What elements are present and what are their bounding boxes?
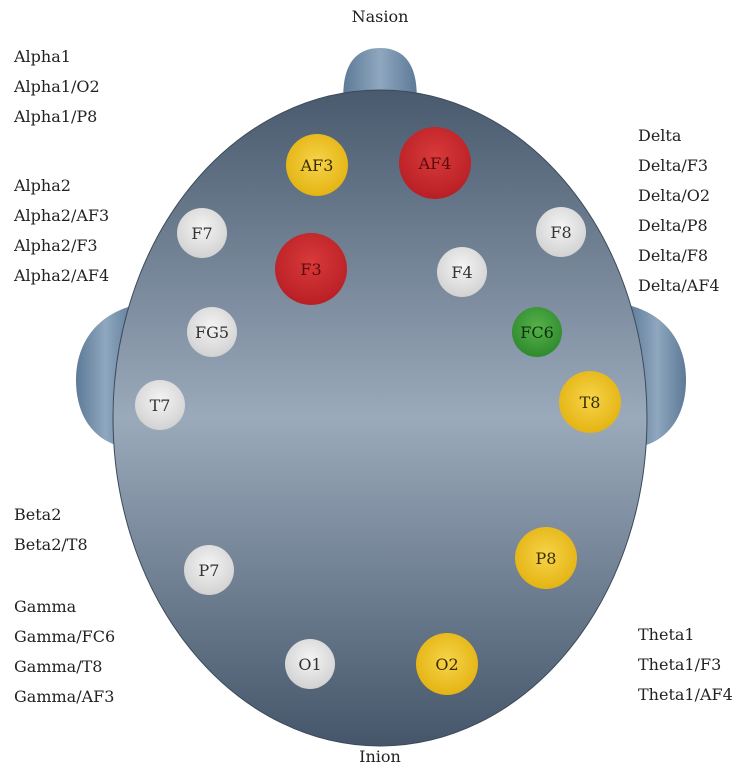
electrode-label: O2 (435, 655, 458, 674)
electrode-label: P8 (536, 549, 557, 568)
electrode-o2: O2 (416, 633, 478, 695)
legend-item: Delta/O2 (638, 186, 711, 205)
electrode-label: F3 (300, 260, 321, 279)
electrode-p7: P7 (184, 545, 234, 595)
electrode-label: FG5 (195, 323, 229, 342)
electrode-label: T8 (580, 393, 601, 412)
legend-alpha1: Alpha1 Alpha1/O2 Alpha1/P8 (14, 42, 100, 132)
legend-item: Beta2 (14, 505, 62, 524)
legend-delta: Delta Delta/F3 Delta/O2 Delta/P8 Delta/F… (638, 121, 720, 301)
electrode-marker (559, 371, 621, 433)
electrode-label: P7 (199, 561, 220, 580)
electrode-marker (416, 633, 478, 695)
legend-item: Alpha1 (14, 47, 71, 66)
legend-item: Beta2/T8 (14, 535, 88, 554)
legend-theta1: Theta1 Theta1/F3 Theta1/AF4 (638, 620, 733, 710)
electrode-marker (286, 134, 348, 196)
electrode-label: O1 (298, 655, 321, 674)
electrode-af3: AF3 (286, 134, 348, 196)
electrode-marker (285, 639, 335, 689)
electrode-f3: F3 (275, 233, 347, 305)
legend-item: Delta/F3 (638, 156, 709, 175)
legend-gamma: Gamma Gamma/FC6 Gamma/T8 Gamma/AF3 (14, 592, 115, 712)
electrode-fc6: FC6 (512, 307, 562, 357)
electrode-label: F7 (191, 224, 212, 243)
inion-label: Inion (359, 747, 401, 766)
legend-item: Gamma/T8 (14, 657, 103, 676)
electrode-f7: F7 (177, 208, 227, 258)
electrode-p8: P8 (515, 527, 577, 589)
legend-item: Alpha2/AF4 (14, 266, 110, 285)
legend-item: Alpha2/AF3 (14, 206, 110, 225)
legend-item: Theta1/AF4 (638, 685, 733, 704)
legend-item: Alpha2/F3 (14, 236, 98, 255)
electrode-marker (177, 208, 227, 258)
electrode-label: F4 (451, 263, 472, 282)
legend-item: Alpha1/P8 (14, 107, 98, 126)
electrode-label: FC6 (520, 323, 554, 342)
electrode-label: F8 (550, 223, 571, 242)
electrode-marker (512, 307, 562, 357)
electrode-marker (437, 247, 487, 297)
electrode-fg5: FG5 (187, 307, 237, 357)
legend-item: Gamma/FC6 (14, 627, 116, 646)
legend-item: Theta1 (638, 625, 695, 644)
electrode-marker (515, 527, 577, 589)
electrode-af4: AF4 (399, 127, 471, 199)
electrode-label: AF4 (418, 154, 452, 173)
legend-item: Theta1/F3 (638, 655, 722, 674)
electrode-marker (536, 207, 586, 257)
legend-item: Delta/AF4 (638, 276, 720, 295)
legend-item: Delta/F8 (638, 246, 709, 265)
legend-beta2: Beta2 Beta2/T8 (14, 500, 88, 560)
electrode-marker (399, 127, 471, 199)
electrode-label: AF3 (300, 156, 334, 175)
legend-item: Gamma/AF3 (14, 687, 115, 706)
electrode-f4: F4 (437, 247, 487, 297)
electrode-o1: O1 (285, 639, 335, 689)
electrode-marker (275, 233, 347, 305)
electrode-marker (135, 380, 185, 430)
electrode-t7: T7 (135, 380, 185, 430)
electrode-f8: F8 (536, 207, 586, 257)
legend-item: Delta/P8 (638, 216, 708, 235)
electrode-label: T7 (150, 396, 171, 415)
legend-alpha2: Alpha2 Alpha2/AF3 Alpha2/F3 Alpha2/AF4 (14, 171, 109, 291)
electrode-marker (184, 545, 234, 595)
nasion-label: Nasion (351, 7, 409, 26)
legend-item: Delta (638, 126, 682, 145)
head-shape (112, 89, 648, 747)
electrode-marker (187, 307, 237, 357)
legend-item: Alpha1/O2 (14, 77, 100, 96)
legend-item: Gamma (14, 597, 77, 616)
legend-item: Alpha2 (14, 176, 71, 195)
electrode-t8: T8 (559, 371, 621, 433)
